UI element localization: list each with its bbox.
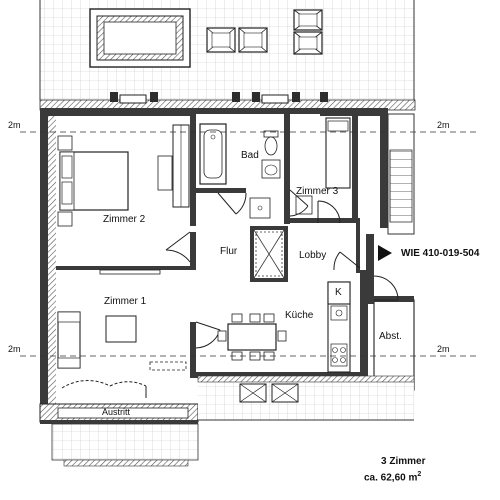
shaft xyxy=(253,229,285,279)
unit-area-value: ca. 62,60 m xyxy=(364,472,418,484)
zimmer3-furniture xyxy=(295,117,351,215)
room-label-austritt: Austritt xyxy=(102,407,131,417)
abst-door xyxy=(373,275,399,301)
room-label-zimmer3: Zimmer 3 xyxy=(296,186,339,197)
zimmer1-balcony-door xyxy=(61,380,147,398)
unit-area-label: ca. 62,60 m2 xyxy=(364,471,421,483)
level-mark-right-bottom: 2m xyxy=(437,344,450,354)
room-label-kueche: Küche xyxy=(285,310,314,321)
roof-terrace-top xyxy=(39,0,415,100)
entry-door xyxy=(333,251,361,271)
unit-area-sup: 2 xyxy=(417,471,422,478)
unit-arrow xyxy=(378,245,392,261)
room-label-bad: Bad xyxy=(241,150,259,161)
bad-fixtures xyxy=(199,123,281,219)
bad-door-2 xyxy=(289,189,309,217)
balcony-austritt xyxy=(39,403,199,467)
outer-walls xyxy=(40,108,388,420)
interior-walls xyxy=(56,114,366,378)
room-label-k: K xyxy=(335,287,342,298)
room-label-zimmer2: Zimmer 2 xyxy=(103,214,146,225)
zimmer2-door xyxy=(165,231,191,263)
level-mark-left-top: 2m xyxy=(8,120,21,130)
room-label-abst: Abst. xyxy=(379,331,402,342)
zimmer2-furniture xyxy=(57,124,190,227)
zimmer1-furniture xyxy=(57,269,187,371)
west-wall-hatch xyxy=(48,116,56,416)
room-label-zimmer1: Zimmer 1 xyxy=(104,296,147,307)
bad-door xyxy=(217,192,247,215)
unit-id-label: WIE 410-019-504 xyxy=(401,248,480,259)
kitchen-furniture xyxy=(217,281,351,373)
room-label-lobby: Lobby xyxy=(299,250,327,261)
level-mark-right-top: 2m xyxy=(437,120,450,130)
zimmer1-door xyxy=(195,321,221,349)
bottom-terrace xyxy=(197,375,415,421)
unit-rooms-label: 3 Zimmer xyxy=(381,456,426,467)
room-label-flur: Flur xyxy=(220,246,238,257)
level-mark-left-bottom: 2m xyxy=(8,344,21,354)
level-lines xyxy=(20,131,480,357)
zimmer3-door xyxy=(317,200,341,224)
